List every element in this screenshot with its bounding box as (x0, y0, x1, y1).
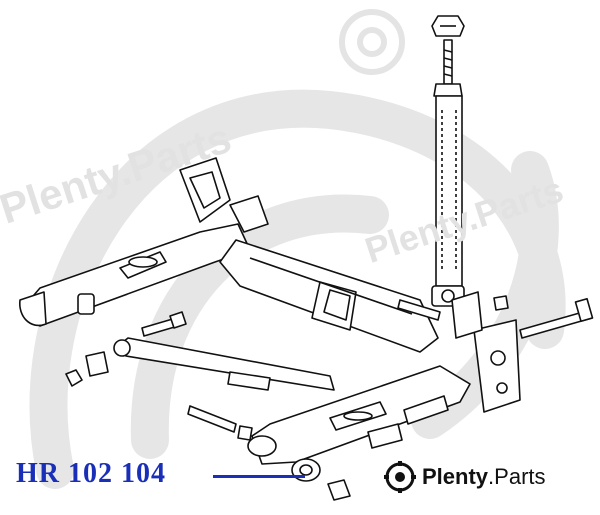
brand-name: Plenty (422, 464, 489, 489)
callout-bushing (291, 458, 351, 501)
threaded-rod (443, 39, 453, 85)
right-bracket-plate (451, 291, 521, 413)
lower-trailing-arm (247, 365, 471, 465)
top-mount-nut (431, 15, 465, 37)
watermark-gear-icon (339, 9, 405, 75)
lower-control-rod (113, 337, 335, 391)
torsion-beam (219, 239, 439, 353)
part-code-label: HR 102 104 (16, 458, 166, 489)
brand-suffix: Parts (494, 464, 546, 489)
callout-leader-line (213, 475, 305, 478)
suspension-drawing (19, 15, 594, 501)
gear-logo-icon (384, 461, 416, 493)
left-bracket (179, 157, 231, 223)
right-long-bolt (519, 297, 594, 339)
shock-absorber (431, 83, 465, 307)
brand-logo: Plenty . Parts (384, 460, 546, 494)
brand-separator: . (488, 464, 495, 489)
hardware-nuts (65, 293, 509, 449)
